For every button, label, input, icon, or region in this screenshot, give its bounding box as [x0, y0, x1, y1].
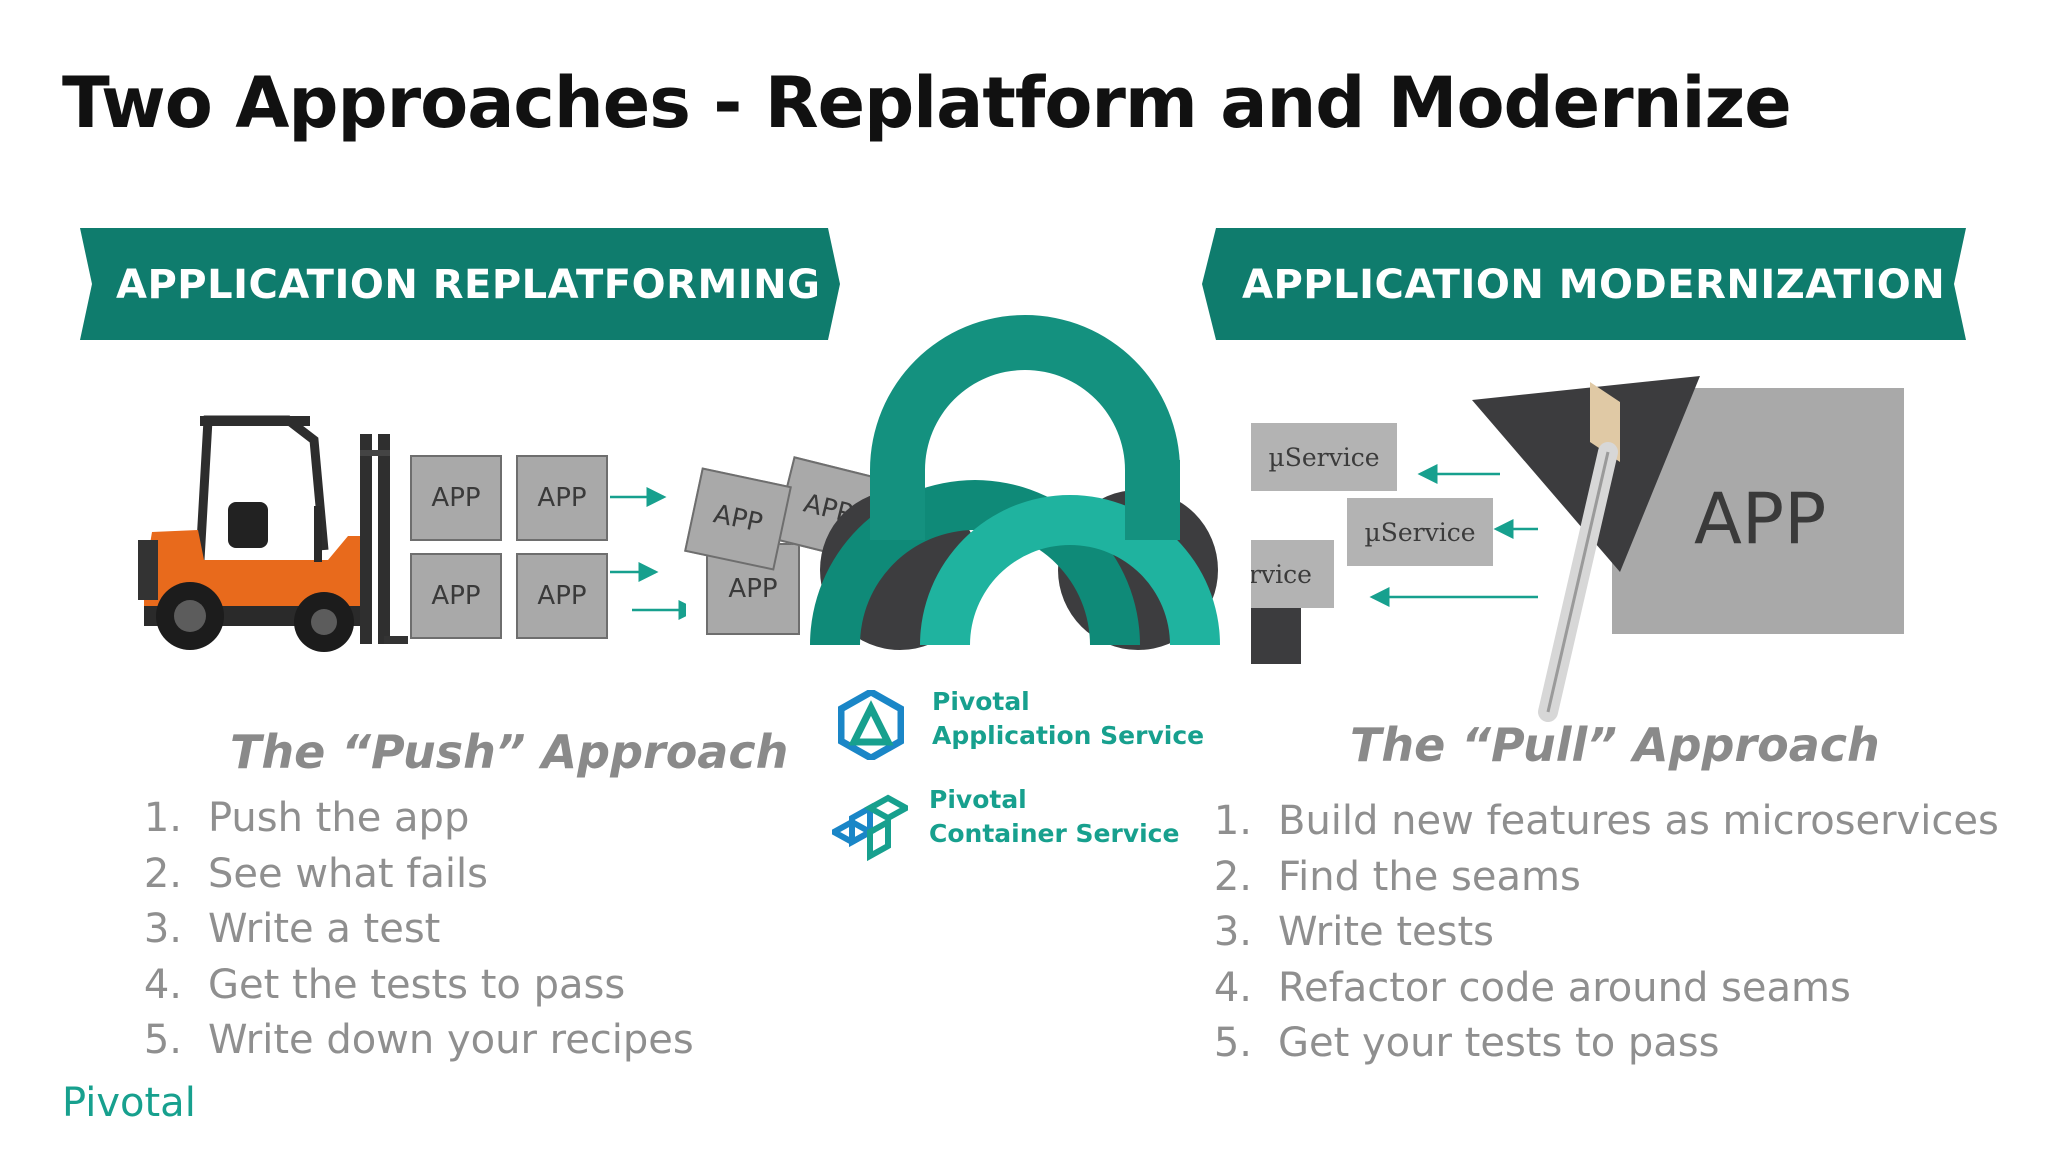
step-text: Get your tests to pass: [1278, 1020, 1720, 1066]
step-text: Push the app: [208, 795, 470, 841]
step-number: 3.: [143, 906, 182, 952]
modernization-banner-text: APPLICATION MODERNIZATION: [1242, 262, 1946, 308]
pull-approach-title: The “Pull” Approach: [1350, 718, 1880, 772]
microservice-box-edge: [1251, 608, 1301, 664]
list-item: 1. Build new features as microservices: [1188, 794, 1999, 850]
pks-product-name: Pivotal Container Service: [929, 783, 1179, 851]
step-text: Write a test: [208, 906, 441, 952]
app-box: APP: [410, 455, 502, 541]
list-item: 3. Write a test: [118, 902, 694, 958]
step-number: 5.: [143, 1017, 182, 1063]
pks-line1: Pivotal: [929, 785, 1027, 814]
step-number: 3.: [1213, 909, 1252, 955]
list-item: 3. Write tests: [1188, 905, 1999, 961]
pas-logo-icon: [838, 690, 904, 760]
pull-steps-list: 1. Build new features as microservices 2.…: [1188, 794, 1999, 1072]
list-item: 5. Write down your recipes: [118, 1013, 694, 1069]
slide-title: Two Approaches - Replatform and Moderniz…: [62, 62, 1792, 144]
step-text: See what fails: [208, 850, 488, 897]
step-text: Refactor code around seams: [1278, 964, 1851, 1011]
microservice-partial-label: rvice: [1251, 559, 1312, 589]
pks-line2: Container Service: [929, 819, 1180, 848]
app-box: APP: [684, 467, 792, 571]
monolith-app-label: APP: [1694, 478, 1827, 560]
pas-line1: Pivotal: [932, 687, 1030, 716]
push-arrows: [610, 487, 686, 620]
list-item: 4. Refactor code around seams: [1188, 961, 1999, 1017]
step-text: Find the seams: [1278, 853, 1581, 900]
pks-logo-icon: [832, 794, 908, 862]
scalpel-icon: [1472, 376, 1700, 722]
step-number: 1.: [1213, 798, 1252, 844]
app-box: APP: [516, 553, 608, 639]
pull-arrows: [1369, 464, 1538, 607]
pivotal-cloud-icon: [810, 315, 1220, 650]
modernization-banner: APPLICATION MODERNIZATION: [1202, 228, 1966, 340]
pas-line2: Application Service: [932, 721, 1205, 750]
replatforming-banner: APPLICATION REPLATFORMING: [80, 228, 840, 340]
push-steps-list: 1. Push the app 2. See what fails 3. Write …: [118, 791, 694, 1069]
list-item: 2. Find the seams: [1188, 850, 1999, 906]
forklift-illustration: [138, 410, 410, 660]
step-text: Write tests: [1278, 909, 1494, 955]
step-text: Write down your recipes: [208, 1017, 694, 1063]
step-number: 2.: [1213, 853, 1252, 900]
app-box: APP: [410, 553, 502, 639]
replatforming-banner-text: APPLICATION REPLATFORMING: [116, 262, 821, 308]
step-number: 1.: [143, 795, 182, 841]
step-number: 4.: [143, 961, 182, 1008]
step-number: 4.: [1213, 964, 1252, 1011]
push-approach-title: The “Push” Approach: [230, 725, 789, 779]
step-text: Build new features as microservices: [1278, 798, 1999, 844]
list-item: 4. Get the tests to pass: [118, 958, 694, 1014]
list-item: 5. Get your tests to pass: [1188, 1016, 1999, 1072]
step-number: 5.: [1213, 1020, 1252, 1066]
step-number: 2.: [143, 850, 182, 897]
app-box: APP: [516, 455, 608, 541]
list-item: 2. See what fails: [118, 847, 694, 903]
microservice-box: µService: [1251, 423, 1397, 491]
pas-product-name: Pivotal Application Service: [932, 685, 1204, 753]
microservice-box-partial: rvice: [1251, 540, 1334, 608]
microservice-box: µService: [1347, 498, 1493, 566]
pivotal-logo: Pivotal: [62, 1080, 196, 1126]
step-text: Get the tests to pass: [208, 961, 626, 1008]
list-item: 1. Push the app: [118, 791, 694, 847]
